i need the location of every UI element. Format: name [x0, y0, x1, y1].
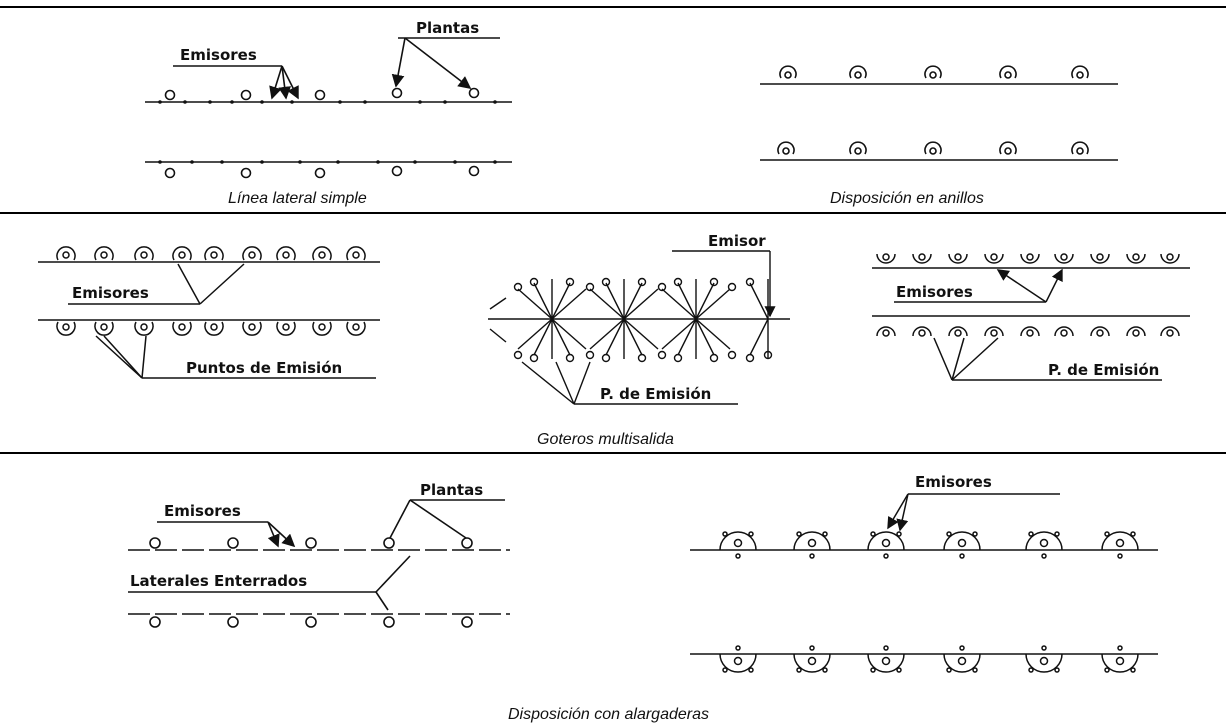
caption-extensions: Disposición con alargaderas — [508, 706, 709, 723]
label-buried-laterals: Laterales Enterrados — [130, 572, 307, 590]
star-tip-circles — [513, 277, 773, 363]
extensions-left-diagram — [128, 499, 510, 628]
multioutlet-middle-diagram — [488, 250, 790, 405]
top-rule — [0, 6, 1226, 8]
label-emitters-multi-left: Emisores — [72, 284, 149, 302]
emitter-row-lower — [56, 321, 366, 336]
multioutlet-left-diagram — [38, 246, 380, 379]
label-points-multi-right: P. de Emisión — [1048, 361, 1159, 379]
rings-diagram — [760, 65, 1118, 161]
extension-row-upper — [719, 531, 1139, 559]
label-points-multi-middle: P. de Emisión — [600, 385, 711, 403]
label-emitters-ext-right: Emisores — [915, 473, 992, 491]
emitter-row-upper — [56, 246, 366, 261]
label-emitters-simple: Emisores — [180, 46, 257, 64]
label-emitter-multi-middle: Emisor — [708, 232, 766, 250]
extensions-right-diagram — [690, 493, 1158, 673]
label-emitters-multi-right: Emisores — [896, 283, 973, 301]
label-emitters-ext-left: Emisores — [164, 502, 241, 520]
label-plants-ext-left: Plantas — [420, 481, 483, 499]
divider-rule-1 — [0, 212, 1226, 214]
caption-multioutlet: Goteros multisalida — [537, 431, 674, 448]
simple-line-diagram — [145, 37, 512, 179]
label-plants-simple: Plantas — [416, 19, 479, 37]
ring-row-top — [779, 65, 1089, 79]
label-points-multi-left: Puntos de Emisión — [186, 359, 342, 377]
divider-rule-2 — [0, 452, 1226, 454]
half-ring-row-upper — [876, 253, 1180, 264]
extension-row-lower — [719, 645, 1139, 673]
ring-row-bottom — [777, 141, 1089, 155]
caption-simple-line: Línea lateral simple — [228, 190, 367, 207]
caption-rings: Disposición en anillos — [830, 190, 984, 207]
star-emitters — [517, 279, 769, 359]
half-ring-row-lower — [876, 326, 1180, 337]
multioutlet-right-diagram — [872, 253, 1190, 381]
